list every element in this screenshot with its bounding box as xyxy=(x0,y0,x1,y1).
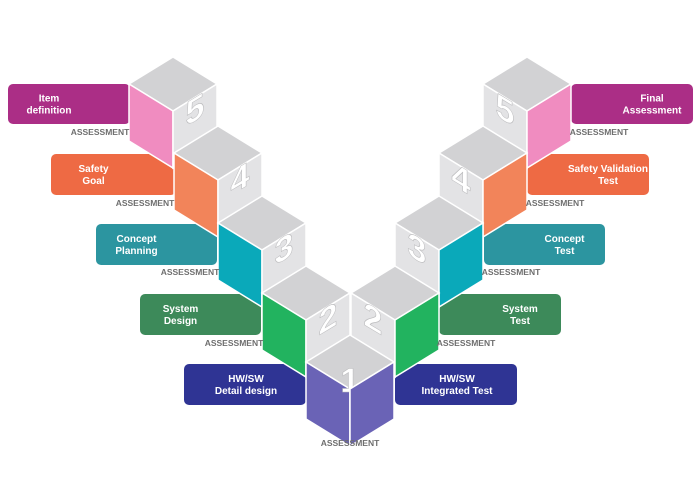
label-text-system-design-1: Design xyxy=(164,316,197,327)
label-text-system-test-0: System xyxy=(502,304,538,315)
label-text-hw-sw-integrated-test-1: Integrated Test xyxy=(422,386,494,397)
cube-right-face-safety-validation-test xyxy=(482,151,528,239)
step-number-concept-test: 3 xyxy=(408,224,427,273)
label-text-hw-sw-detail-design-1: Detail design xyxy=(215,386,277,397)
label-box-system-test xyxy=(439,294,561,335)
step-number-final-assessment: 5 xyxy=(496,85,515,134)
label-text-hw-sw-integrated-test-0: HW/SW xyxy=(439,374,475,385)
assessment-caption-system-test: ASSESSMENT xyxy=(437,338,496,348)
assessment-caption-item-definition: ASSESSMENT xyxy=(71,127,130,137)
assessment-caption-concept-planning: ASSESSMENT xyxy=(161,267,220,277)
cube-right-face-concept-test xyxy=(438,221,484,309)
text-layer: ItemdefinitionASSESSMENTSafetyGoalASSESS… xyxy=(27,94,683,449)
label-text-system-design-0: System xyxy=(163,304,199,315)
assessment-caption-system-design: ASSESSMENT xyxy=(205,338,264,348)
assessment-caption-safety-validation-test: ASSESSMENT xyxy=(526,198,585,208)
label-box-concept-planning xyxy=(96,224,217,265)
label-text-safety-goal-0: Safety xyxy=(78,164,108,175)
label-text-final-assessment-0: Final xyxy=(640,94,664,105)
cube-right-face-system-test xyxy=(394,291,440,379)
cube-safety-validation-test: 4 xyxy=(437,125,529,239)
label-text-concept-planning-1: Planning xyxy=(115,246,157,257)
label-text-concept-test-0: Concept xyxy=(545,234,586,245)
cube-right-face-final-assessment xyxy=(526,82,572,170)
label-box-system-design xyxy=(140,294,261,335)
step-number-concept-planning: 3 xyxy=(275,224,294,273)
assessment-caption-final-assessment: ASSESSMENT xyxy=(570,127,629,137)
label-box-hw-sw-integrated-test xyxy=(395,364,517,405)
label-text-concept-planning-0: Concept xyxy=(117,234,158,245)
cube-right-face-hw-sw-integrated-test xyxy=(349,360,395,448)
assessment-caption-safety-goal: ASSESSMENT xyxy=(116,198,175,208)
step-number-system-design: 2 xyxy=(319,294,338,343)
step-number-system-test: 2 xyxy=(364,294,383,343)
label-box-safety-validation-test xyxy=(527,154,649,195)
label-box-hw-sw-detail-design xyxy=(184,364,306,405)
step-number-safety-validation-test: 4 xyxy=(452,154,471,203)
label-text-concept-test-1: Test xyxy=(555,246,575,257)
label-text-safety-goal-1: Goal xyxy=(82,176,104,187)
step-number-item-definition: 5 xyxy=(186,85,205,134)
label-box-concept-test xyxy=(484,224,605,265)
label-text-item-definition-1: definition xyxy=(27,106,72,117)
cube-hw-sw-integrated-test xyxy=(349,360,395,448)
label-box-item-definition xyxy=(8,84,130,124)
label-text-system-test-1: Test xyxy=(510,316,530,327)
label-box-safety-goal xyxy=(51,154,176,195)
step-number-safety-goal: 4 xyxy=(231,154,250,203)
label-box-final-assessment xyxy=(571,84,693,124)
label-text-hw-sw-detail-design-0: HW/SW xyxy=(228,374,264,385)
labels-layer xyxy=(8,84,693,405)
cube-system-design: 2 xyxy=(260,265,352,379)
label-text-safety-validation-test-1: Test xyxy=(598,176,618,187)
assessment-caption-concept-test: ASSESSMENT xyxy=(482,267,541,277)
label-text-final-assessment-1: Assessment xyxy=(623,106,683,117)
label-text-item-definition-0: Item xyxy=(39,94,60,105)
label-text-safety-validation-test-0: Safety Validation xyxy=(568,164,648,175)
assessment-caption-bottom: ASSESSMENT xyxy=(321,438,380,448)
